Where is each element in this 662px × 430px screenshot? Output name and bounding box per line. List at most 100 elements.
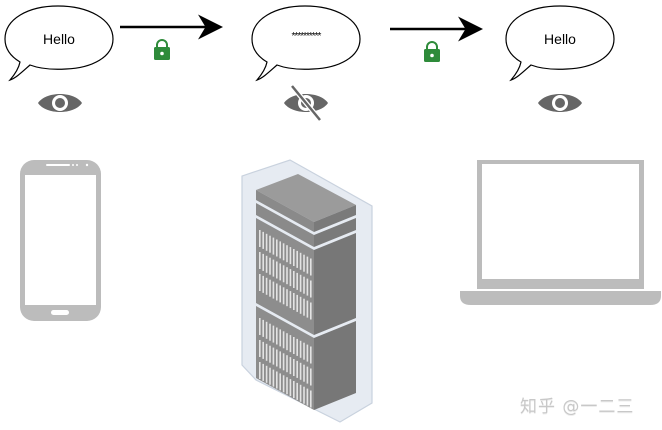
server-vent bbox=[265, 321, 268, 339]
server-vent bbox=[306, 278, 309, 296]
server-vent bbox=[306, 256, 309, 274]
server-vent bbox=[303, 386, 305, 404]
lock-icon bbox=[424, 41, 440, 62]
server-vent bbox=[282, 331, 285, 349]
server-vent bbox=[310, 390, 312, 408]
server-vent bbox=[269, 235, 271, 253]
server-vent bbox=[262, 231, 264, 249]
server-vent bbox=[282, 353, 285, 371]
bubble-text-sender: Hello bbox=[43, 31, 75, 47]
server-vent bbox=[279, 329, 281, 347]
server-vent bbox=[272, 237, 275, 255]
server-vent bbox=[289, 269, 292, 287]
server-vent bbox=[265, 343, 268, 361]
server-vent bbox=[282, 243, 285, 261]
server-vent bbox=[262, 341, 264, 359]
server-vent bbox=[282, 375, 285, 393]
server-vent bbox=[279, 373, 281, 391]
server-vent bbox=[299, 362, 302, 380]
server-vent bbox=[303, 276, 305, 294]
server-vent bbox=[293, 271, 295, 288]
server-vent bbox=[269, 323, 271, 341]
server-vent bbox=[303, 364, 305, 382]
server-vent bbox=[282, 265, 285, 283]
server-vent bbox=[296, 338, 298, 356]
server-vent bbox=[289, 247, 292, 265]
server-vent bbox=[279, 263, 281, 281]
server-vent bbox=[282, 287, 285, 305]
server-vent bbox=[276, 371, 278, 389]
smartphone-icon bbox=[20, 160, 101, 321]
server-vent bbox=[293, 293, 295, 310]
server-vent bbox=[303, 342, 305, 360]
server-vent bbox=[279, 351, 281, 369]
server-vent bbox=[293, 249, 295, 266]
speech-bubble-server bbox=[251, 5, 361, 82]
laptop-icon bbox=[460, 160, 661, 305]
server-vent bbox=[310, 280, 312, 298]
server-vent bbox=[265, 255, 268, 273]
server-vent bbox=[299, 384, 302, 402]
server-vent bbox=[276, 327, 278, 345]
server-vent bbox=[262, 319, 264, 337]
server-vent bbox=[299, 340, 302, 358]
server-vent bbox=[276, 283, 278, 301]
server-vent bbox=[286, 333, 288, 351]
server-vent bbox=[289, 335, 292, 353]
server-vent bbox=[272, 259, 275, 277]
server-vent bbox=[262, 363, 264, 381]
speech-bubble-sender bbox=[4, 5, 114, 82]
server-vent bbox=[303, 254, 305, 272]
server-vent bbox=[272, 281, 275, 299]
server-vent bbox=[306, 366, 309, 384]
server-vent bbox=[269, 279, 271, 297]
server-vent bbox=[279, 241, 281, 259]
server-vent bbox=[310, 346, 312, 364]
server-vent bbox=[293, 359, 295, 376]
server-vent bbox=[289, 379, 292, 397]
server-vent bbox=[296, 360, 298, 378]
server-vent bbox=[286, 289, 288, 307]
server-vent bbox=[286, 267, 288, 285]
eye-icon bbox=[38, 94, 82, 112]
server-vent bbox=[296, 272, 298, 290]
server-vent bbox=[286, 245, 288, 263]
server-vent bbox=[296, 294, 298, 312]
server-vent bbox=[259, 230, 261, 247]
server-vent bbox=[269, 257, 271, 275]
server-vent bbox=[276, 239, 278, 257]
server-rack-icon bbox=[241, 159, 373, 423]
server-vent bbox=[265, 277, 268, 295]
server-vent bbox=[293, 381, 295, 398]
server-vent bbox=[310, 258, 312, 276]
eye-icon bbox=[538, 94, 582, 112]
server-vent bbox=[306, 300, 309, 318]
bubble-text-receiver: Hello bbox=[544, 31, 576, 47]
server-vent bbox=[293, 337, 295, 354]
eye-off-icon bbox=[284, 84, 328, 122]
server-vent bbox=[276, 261, 278, 279]
server-vent bbox=[259, 340, 261, 357]
server-vent bbox=[310, 302, 312, 320]
server-vent bbox=[272, 369, 275, 387]
server-vent bbox=[306, 344, 309, 362]
server-vent bbox=[269, 367, 271, 385]
server-vent bbox=[289, 357, 292, 375]
server-vent bbox=[299, 252, 302, 270]
server-vent bbox=[303, 298, 305, 316]
server-vent bbox=[262, 253, 264, 271]
server-vent bbox=[272, 347, 275, 365]
server-vent bbox=[286, 377, 288, 395]
lock-icon bbox=[154, 39, 170, 60]
server-vent bbox=[265, 365, 268, 383]
server-vent bbox=[262, 275, 264, 293]
server-vent bbox=[259, 274, 261, 291]
server-vent bbox=[310, 368, 312, 386]
server-vent bbox=[259, 362, 261, 379]
server-vent bbox=[296, 382, 298, 400]
watermark: 知乎 @一二三 bbox=[520, 397, 635, 417]
server-vent bbox=[279, 285, 281, 303]
server-vent bbox=[259, 252, 261, 269]
server-vent bbox=[269, 345, 271, 363]
